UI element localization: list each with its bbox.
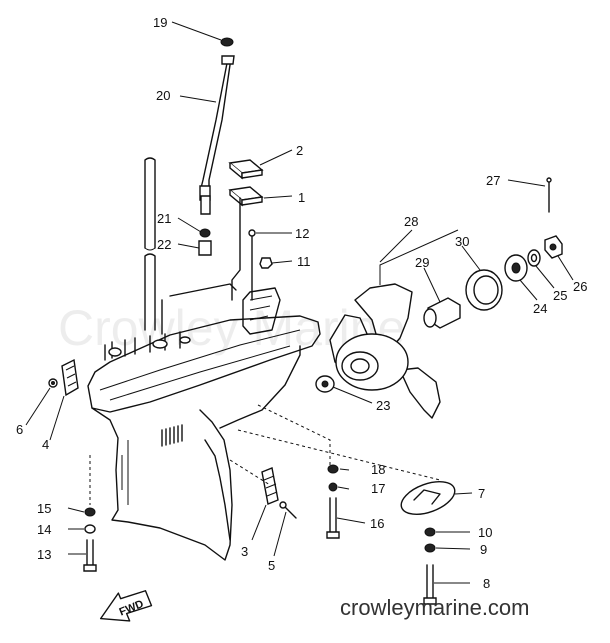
water-tube-assembly [144, 37, 235, 331]
callout-9: 9 [480, 542, 487, 557]
callout-16: 16 [370, 516, 384, 531]
washer-10 [424, 527, 436, 537]
callout-7: 7 [478, 486, 485, 501]
fwd-label: FWD [118, 598, 146, 619]
callout-3: 3 [241, 544, 248, 559]
bolt-8 [426, 564, 434, 599]
cover-plate-assembly [400, 481, 456, 605]
propeller-assembly [315, 177, 563, 419]
callout-23: 23 [376, 398, 390, 413]
callout-20: 20 [156, 88, 170, 103]
callout-28: 28 [404, 214, 418, 229]
washer-9 [424, 543, 436, 553]
callout-29: 29 [415, 255, 429, 270]
callout-6: 6 [16, 422, 23, 437]
bolt-16 [329, 497, 337, 533]
leader-lines [25, 21, 574, 584]
callout-12: 12 [295, 226, 309, 241]
callout-21: 21 [157, 211, 171, 226]
callout-30: 30 [455, 234, 469, 249]
washer-14 [84, 524, 96, 534]
callout-8: 8 [483, 576, 490, 591]
callout-25: 25 [553, 288, 567, 303]
propeller-blade-lower [399, 367, 441, 419]
callout-5: 5 [268, 558, 275, 573]
nut-11 [259, 257, 273, 269]
callout-19: 19 [153, 15, 167, 30]
callout-24: 24 [533, 301, 547, 316]
callout-1: 1 [298, 190, 305, 205]
bolt-13 [86, 539, 94, 566]
washer-18 [327, 464, 339, 474]
callout-13: 13 [37, 547, 51, 562]
callout-14: 14 [37, 522, 51, 537]
anode-plates [228, 159, 264, 207]
grommet-22 [198, 240, 212, 256]
water-intake-grille [161, 424, 183, 447]
site-url: crowleymarine.com [340, 595, 530, 620]
lower-unit-housing [48, 197, 441, 561]
plate-7 [400, 481, 456, 515]
callout-27: 27 [486, 173, 500, 188]
callout-18: 18 [371, 462, 385, 477]
callout-labels: 1 2 3 4 5 6 7 8 9 10 11 12 13 14 15 16 1… [16, 15, 587, 591]
callout-2: 2 [296, 143, 303, 158]
callout-10: 10 [478, 525, 492, 540]
pin-12 [248, 229, 256, 237]
grommet-19 [220, 37, 234, 47]
callout-26: 26 [573, 279, 587, 294]
callout-17: 17 [371, 481, 385, 496]
trim-tab-4 [61, 358, 79, 397]
callout-22: 22 [157, 237, 171, 252]
callout-11: 11 [297, 254, 311, 269]
mounting-bolts [83, 464, 340, 572]
callout-4: 4 [42, 437, 49, 452]
screw-5 [283, 505, 297, 519]
washer-15 [84, 507, 96, 517]
callout-15: 15 [37, 501, 51, 516]
washer-17 [328, 482, 338, 492]
seal-21 [199, 228, 211, 238]
forward-direction-arrow: FWD [99, 590, 153, 622]
